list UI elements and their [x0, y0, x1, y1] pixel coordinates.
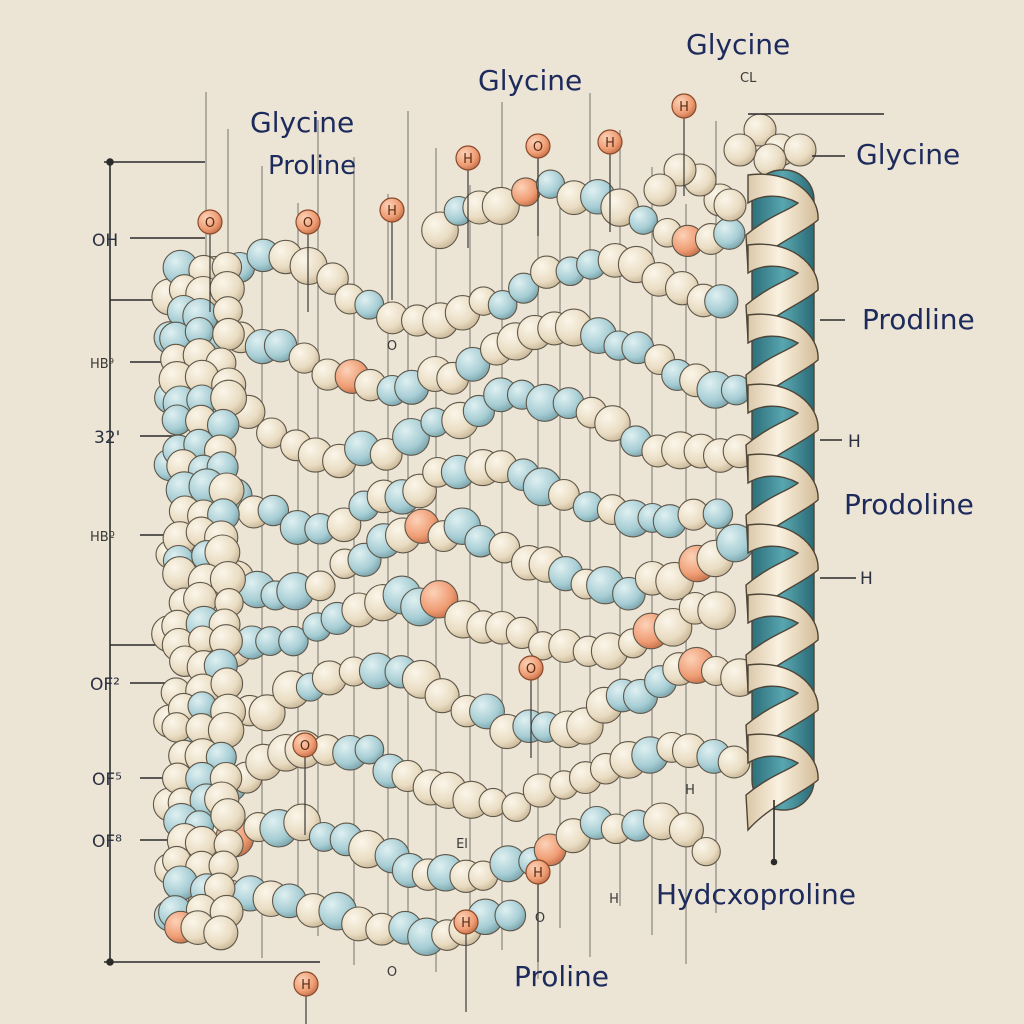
atom-sphere — [392, 417, 430, 456]
atom-sphere — [304, 570, 336, 602]
label-left-of2: OF⁵ — [92, 770, 122, 790]
atom-sphere — [316, 262, 349, 295]
marker-atom: H — [525, 859, 551, 962]
atom-sphere — [783, 133, 817, 167]
atom-sphere — [210, 798, 246, 834]
marker-atom: H — [671, 93, 697, 196]
atom-sphere — [511, 177, 541, 207]
label-left-32: 32' — [94, 428, 120, 448]
marker-atom-label: O — [526, 662, 536, 677]
marker-atom-label: O — [303, 216, 313, 231]
atom-sphere — [717, 745, 751, 779]
atom-sphere — [691, 836, 721, 867]
atom-sphere — [494, 899, 527, 932]
label-glycine-mid: Glycine — [478, 64, 582, 97]
label-prodoline: Prodoline — [844, 488, 974, 521]
atom-sphere — [697, 591, 736, 630]
atom-sphere — [248, 694, 286, 732]
label-h-right-2: H — [860, 569, 873, 589]
label-left-of3: OF⁸ — [92, 832, 122, 852]
atom-sphere — [326, 507, 362, 543]
atom-sphere — [481, 186, 520, 225]
right-leader-lines — [748, 113, 884, 866]
marker-atom-label: H — [387, 204, 397, 219]
marker-atom: H — [453, 909, 479, 1012]
label-hydroxyproline: Hydcxoproline — [656, 878, 856, 911]
atom-sphere — [628, 205, 658, 235]
marker-atom: H — [597, 129, 623, 232]
marker-atom-label: H — [605, 136, 615, 151]
marker-atom-label: El — [456, 837, 468, 852]
atom-sphere — [723, 133, 757, 167]
marker-atom-label: H — [463, 152, 473, 167]
marker-atom-label: O — [387, 965, 397, 980]
marker-atom-label: H — [685, 783, 695, 798]
helix-strand — [745, 733, 819, 832]
atom-sphere — [257, 494, 290, 527]
marker-atom-label: O — [533, 140, 543, 155]
label-proline-bottom: Proline — [514, 960, 609, 993]
atom-sphere — [594, 405, 631, 442]
label-h-right-1: H — [848, 432, 861, 452]
label-glycine-right: Glycine — [856, 138, 960, 171]
marker-atom-label: H — [609, 892, 619, 907]
label-left-hb1: HB⁹ — [90, 357, 114, 372]
marker-atom: H — [379, 197, 405, 300]
atom-sphere — [668, 812, 704, 848]
atom-sphere — [713, 188, 747, 222]
marker-atom-label: H — [679, 100, 689, 115]
atom-sphere — [643, 173, 677, 207]
atom-sphere — [369, 437, 403, 471]
marker-atom-label: O — [300, 739, 310, 754]
marker-atom-label: H — [301, 978, 311, 993]
marker-atom-label: H — [533, 866, 543, 881]
atom-sphere — [288, 342, 320, 374]
label-left-hb2: HBº — [90, 530, 115, 545]
label-cl: CL — [740, 71, 757, 86]
label-prodline: Prodline — [862, 303, 975, 336]
atom-sphere — [501, 792, 532, 822]
marker-atom: H — [455, 145, 481, 248]
marker-atom: H — [293, 971, 319, 1024]
atom-sphere — [424, 678, 460, 714]
marker-atom-label: O — [205, 216, 215, 231]
marker-atom: O — [295, 209, 321, 312]
atom-sphere — [278, 625, 309, 657]
marker-atom: O — [518, 655, 544, 758]
atom-sphere — [212, 317, 245, 351]
atom-sphere — [713, 217, 746, 250]
label-proline-left: Proline — [268, 151, 356, 181]
marker-atom-label: O — [387, 339, 397, 354]
marker-atom: O — [197, 209, 223, 312]
marker-atom: O — [292, 732, 318, 835]
label-left-oh: OH — [92, 231, 118, 251]
label-glycine-left: Glycine — [250, 106, 354, 139]
atom-sphere — [663, 153, 697, 187]
atom-sphere — [455, 346, 491, 382]
atom-sphere — [508, 272, 540, 304]
molecular-chain — [151, 113, 817, 957]
marker-atom: O — [525, 133, 551, 236]
atom-sphere — [487, 290, 518, 320]
atom-sphere — [203, 915, 239, 951]
marker-atom-label: H — [461, 916, 471, 931]
atom-sphere — [354, 734, 385, 765]
triple-helix — [745, 169, 819, 832]
label-left-of1: OF² — [90, 675, 120, 695]
atom-sphere — [702, 498, 734, 529]
marker-atom-label: O — [535, 911, 545, 926]
label-glycine-top: Glycine — [686, 28, 790, 61]
atom-sphere — [704, 284, 739, 319]
